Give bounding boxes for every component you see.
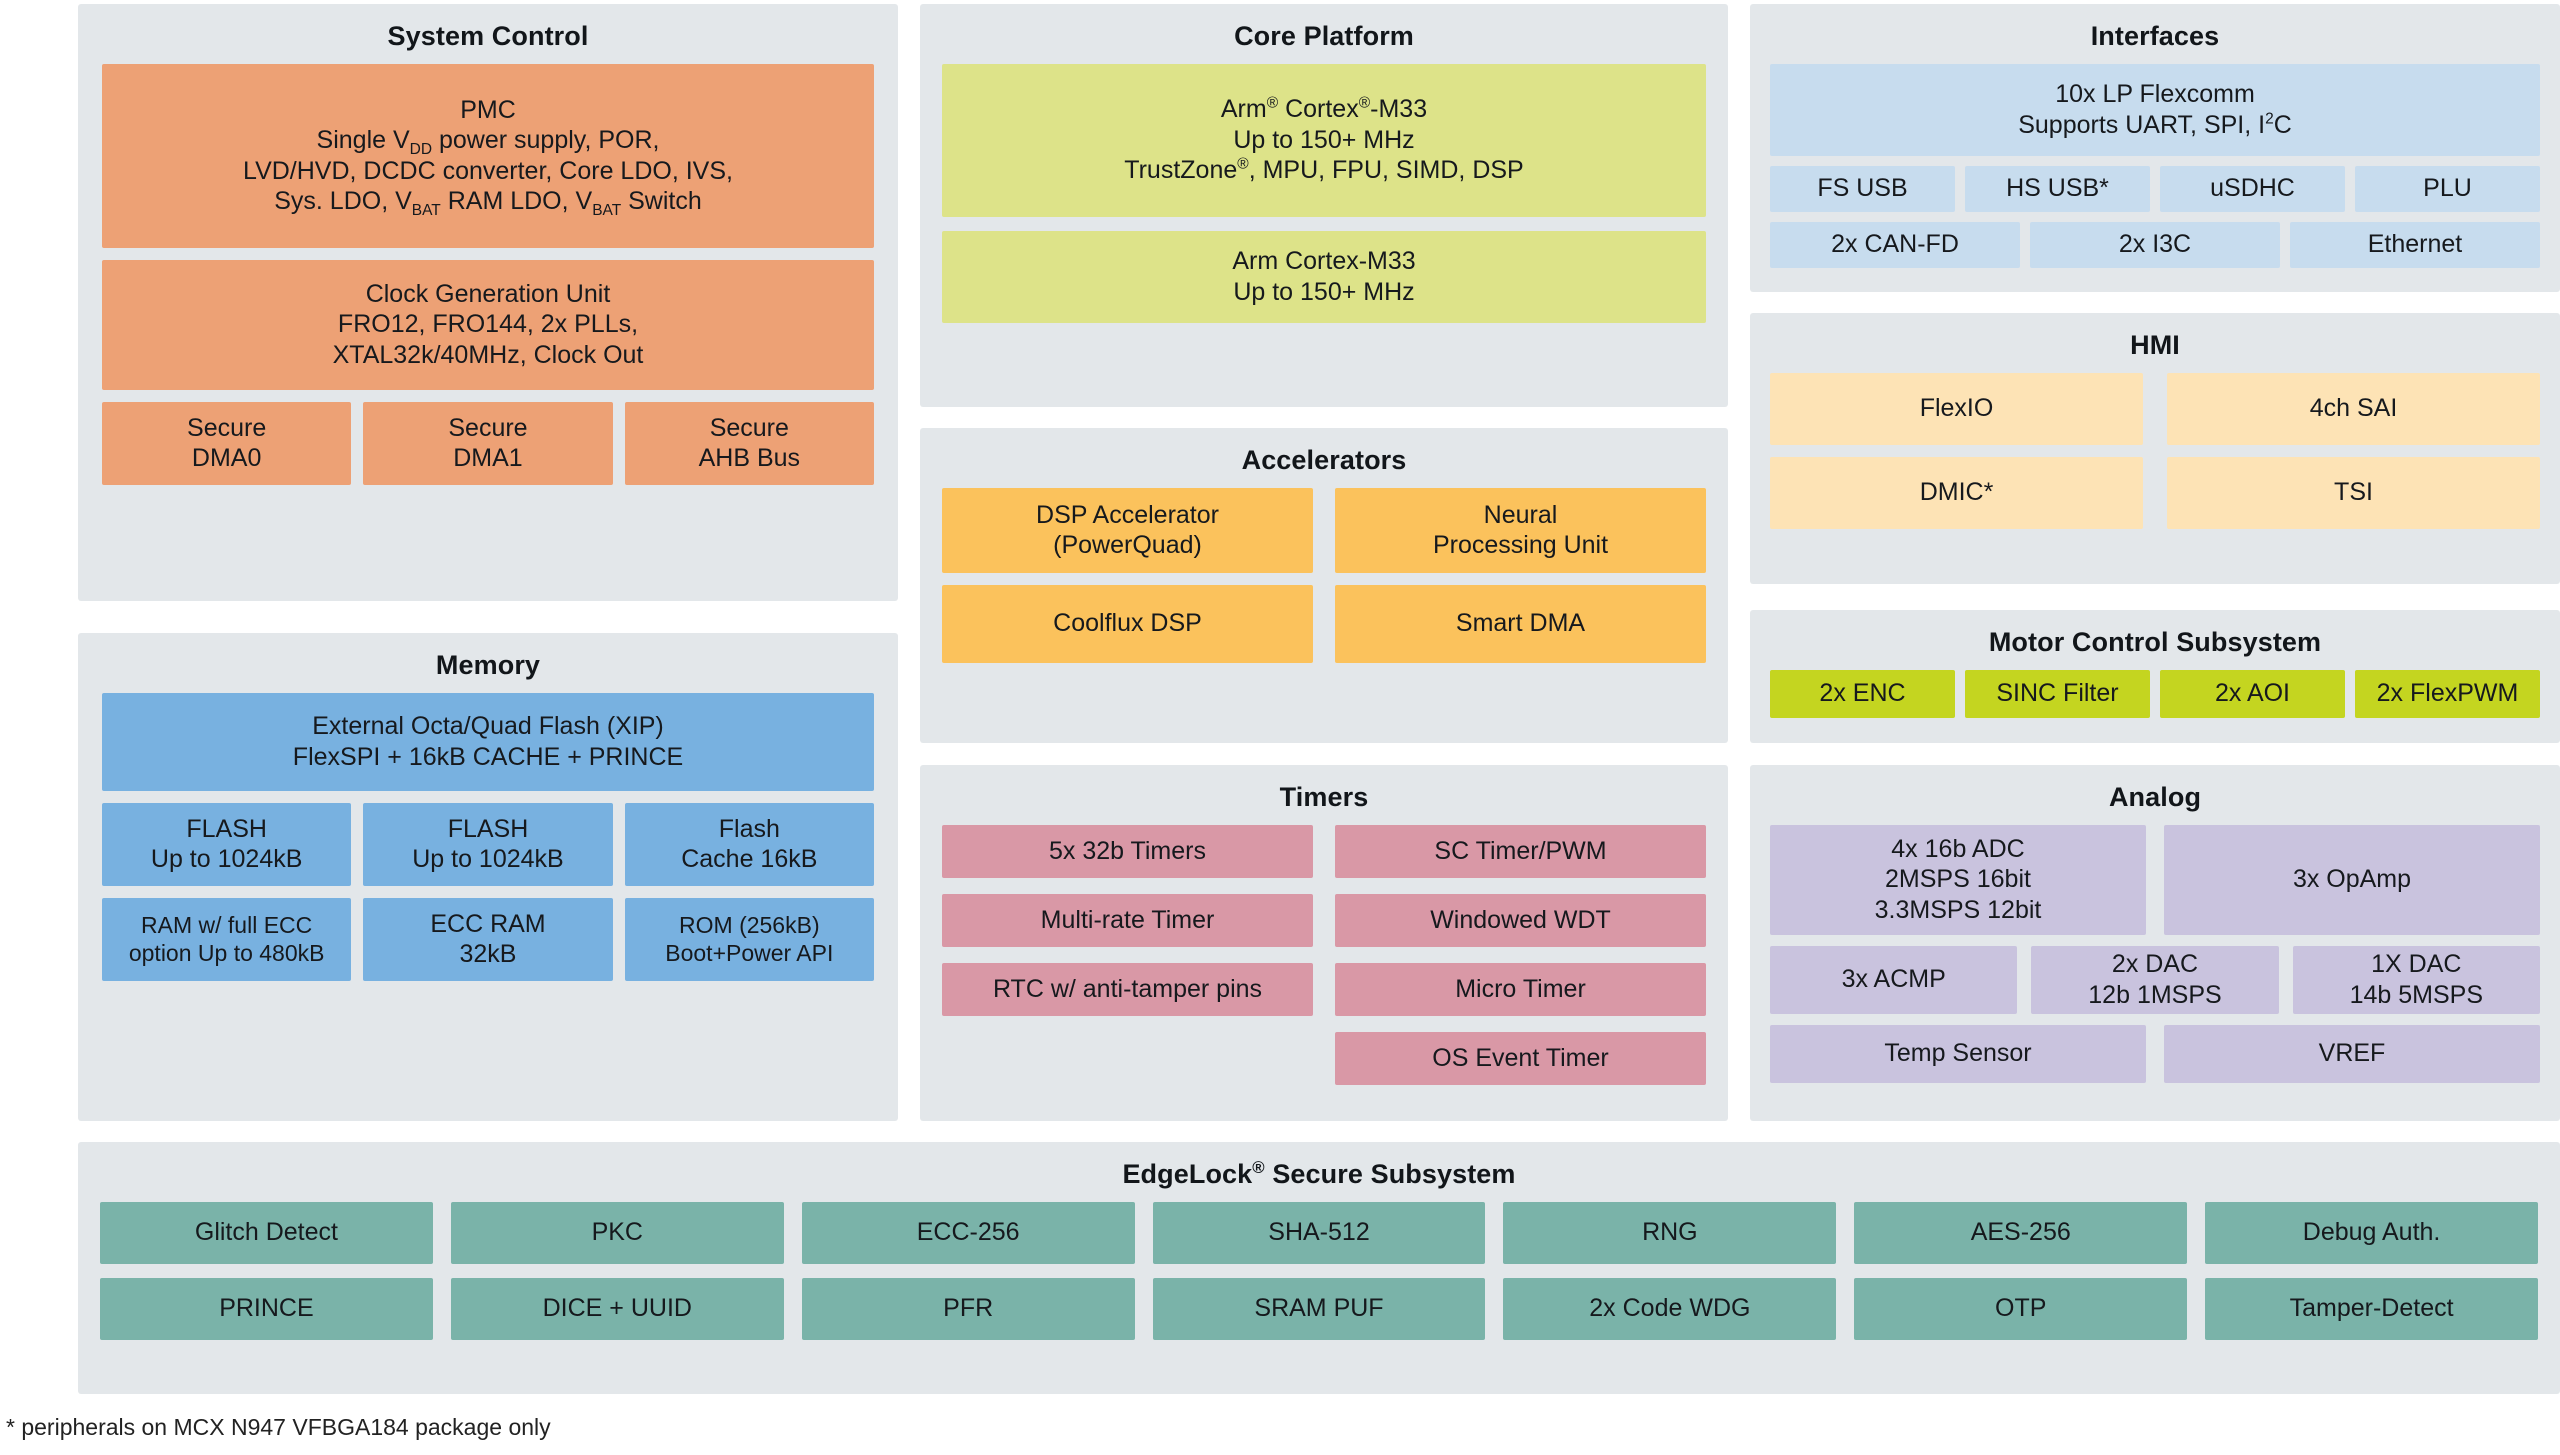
block-ecc-256: ECC-256	[801, 1201, 1135, 1264]
panel-memory: Memory External Octa/Quad Flash (XIP) Fl…	[78, 633, 898, 1121]
panel-title-analog: Analog	[2108, 782, 2202, 812]
panel-title-hmi: HMI	[2130, 330, 2180, 360]
block-rom: ROM (256kB) Boot+Power API	[624, 897, 874, 981]
block-flash-cache: Flash Cache 16kB	[624, 802, 874, 886]
pmc-line-2: Single VDD power supply, POR,	[316, 126, 660, 159]
flexcomm-line-2: Supports UART, SPI, I2C	[2018, 110, 2292, 139]
block-temp-sensor: Temp Sensor	[1770, 1024, 2146, 1083]
panel-title-timers: Timers	[1279, 782, 1369, 812]
panel-accelerators: Accelerators DSP Accelerator (PowerQuad)…	[920, 428, 1728, 743]
block-sinc-filter: SINC Filter	[1965, 669, 2150, 718]
block-external-flash: External Octa/Quad Flash (XIP) FlexSPI +…	[102, 692, 874, 791]
block-1x-dac: 1X DAC 14b 5MSPS	[2292, 945, 2540, 1014]
panel-title-core-platform: Core Platform	[1234, 21, 1414, 51]
block-4x-16b-adc: 4x 16b ADC 2MSPS 16bit 3.3MSPS 12bit	[1770, 824, 2146, 935]
block-cortex-m33-primary: Arm® Cortex®-M33 Up to 150+ MHz TrustZon…	[942, 63, 1706, 217]
block-5x-32b-timers: 5x 32b Timers	[942, 824, 1313, 878]
core1-speed: Up to 150+ MHz	[1233, 125, 1415, 154]
block-ecc-ram: ECC RAM 32kB	[363, 897, 613, 981]
block-micro-timer: Micro Timer	[1335, 962, 1706, 1016]
block-secure-ahb-bus: Secure AHB Bus	[624, 401, 874, 485]
panel-title-motor-control: Motor Control Subsystem	[1988, 627, 2322, 657]
block-smart-dma: Smart DMA	[1335, 584, 1706, 663]
block-glitch-detect: Glitch Detect	[100, 1201, 433, 1264]
panel-title-accelerators: Accelerators	[1241, 445, 1407, 475]
pmc-line-3: LVD/HVD, DCDC converter, Core LDO, IVS,	[243, 156, 733, 185]
core1-features: TrustZone®, MPU, FPU, SIMD, DSP	[1124, 156, 1524, 185]
block-otp: OTP	[1854, 1277, 2188, 1340]
block-2x-dac: 2x DAC 12b 1MSPS	[2031, 945, 2279, 1014]
block-flexio: FlexIO	[1770, 372, 2143, 445]
pmc-line-1: PMC	[460, 95, 516, 124]
pmc-line-4: Sys. LDO, VBAT RAM LDO, VBAT Switch	[274, 187, 702, 220]
block-fs-usb: FS USB	[1770, 165, 1955, 212]
block-secure-dma1: Secure DMA1	[363, 401, 613, 485]
block-aes-256: AES-256	[1854, 1201, 2188, 1264]
block-vref: VREF	[2164, 1024, 2540, 1083]
block-prince: PRINCE	[100, 1277, 433, 1340]
block-2x-flexpwm: 2x FlexPWM	[2355, 669, 2540, 718]
panel-system-control: System Control PMC Single VDD power supp…	[78, 4, 898, 601]
block-secure-dma0: Secure DMA0	[102, 401, 352, 485]
panel-title-interfaces: Interfaces	[2090, 21, 2220, 51]
block-cortex-m33-secondary: Arm Cortex-M33 Up to 150+ MHz	[942, 230, 1706, 323]
panel-edgelock-secure-subsystem: EdgeLock® Secure Subsystem Glitch Detect…	[78, 1142, 2560, 1394]
core1-name: Arm® Cortex®-M33	[1220, 95, 1428, 124]
block-rng: RNG	[1503, 1201, 1837, 1264]
block-2x-enc: 2x ENC	[1770, 669, 1955, 718]
block-sha-512: SHA-512	[1152, 1201, 1486, 1264]
panel-interfaces: Interfaces 10x LP Flexcomm Supports UART…	[1750, 4, 2560, 292]
footnote: * peripherals on MCX N947 VFBGA184 packa…	[6, 1414, 551, 1440]
flexcomm-line-1: 10x LP Flexcomm	[2055, 80, 2255, 109]
block-tsi: TSI	[2167, 456, 2540, 529]
panel-title-memory: Memory	[435, 650, 541, 680]
panel-title-system-control: System Control	[387, 21, 589, 51]
block-dsp-accelerator: DSP Accelerator (PowerQuad)	[942, 487, 1313, 573]
block-ethernet: Ethernet	[2290, 221, 2540, 268]
block-multi-rate-timer: Multi-rate Timer	[942, 893, 1313, 947]
block-dice-uuid: DICE + UUID	[450, 1277, 784, 1340]
block-3x-acmp: 3x ACMP	[1770, 945, 2018, 1014]
block-windowed-wdt: Windowed WDT	[1335, 893, 1706, 947]
block-rtc-anti-tamper: RTC w/ anti-tamper pins	[942, 962, 1313, 1016]
block-sram-puf: SRAM PUF	[1152, 1277, 1486, 1340]
block-3x-opamp: 3x OpAmp	[2164, 824, 2540, 935]
block-pfr: PFR	[801, 1277, 1135, 1340]
block-lp-flexcomm: 10x LP Flexcomm Supports UART, SPI, I2C	[1770, 63, 2540, 156]
panel-title-edgelock: EdgeLock® Secure Subsystem	[1122, 1158, 1516, 1189]
block-2x-aoi: 2x AOI	[2160, 669, 2345, 718]
block-pmc: PMC Single VDD power supply, POR, LVD/HV…	[102, 63, 874, 248]
panel-analog: Analog 4x 16b ADC 2MSPS 16bit 3.3MSPS 12…	[1750, 765, 2560, 1121]
block-hs-usb: HS USB*	[1965, 165, 2150, 212]
panel-hmi: HMI FlexIO 4ch SAI DMIC* TSI	[1750, 313, 2560, 584]
block-pkc: PKC	[450, 1201, 784, 1264]
block-flash-2: FLASH Up to 1024kB	[363, 802, 613, 886]
block-2x-i3c: 2x I3C	[2030, 221, 2280, 268]
block-ram-ecc: RAM w/ full ECC option Up to 480kB	[102, 897, 352, 981]
block-clock-generation-unit: Clock Generation Unit FRO12, FRO144, 2x …	[102, 259, 874, 390]
block-4ch-sai: 4ch SAI	[2167, 372, 2540, 445]
block-sc-timer-pwm: SC Timer/PWM	[1335, 824, 1706, 878]
block-debug-auth: Debug Auth.	[2205, 1201, 2539, 1264]
panel-core-platform: Core Platform Arm® Cortex®-M33 Up to 150…	[920, 4, 1728, 407]
block-usdhc: uSDHC	[2160, 165, 2345, 212]
block-2x-can-fd: 2x CAN-FD	[1770, 221, 2020, 268]
block-flash-1: FLASH Up to 1024kB	[102, 802, 352, 886]
panel-timers: Timers 5x 32b Timers Multi-rate Timer RT…	[920, 765, 1728, 1121]
block-dmic: DMIC*	[1770, 456, 2143, 529]
block-coolflux-dsp: Coolflux DSP	[942, 584, 1313, 663]
block-2x-code-wdg: 2x Code WDG	[1503, 1277, 1837, 1340]
panel-motor-control: Motor Control Subsystem 2x ENC SINC Filt…	[1750, 610, 2560, 743]
block-neural-processing-unit: Neural Processing Unit	[1335, 487, 1706, 573]
block-os-event-timer: OS Event Timer	[1335, 1031, 1706, 1085]
block-tamper-detect: Tamper-Detect	[2205, 1277, 2539, 1340]
block-plu: PLU	[2355, 165, 2540, 212]
